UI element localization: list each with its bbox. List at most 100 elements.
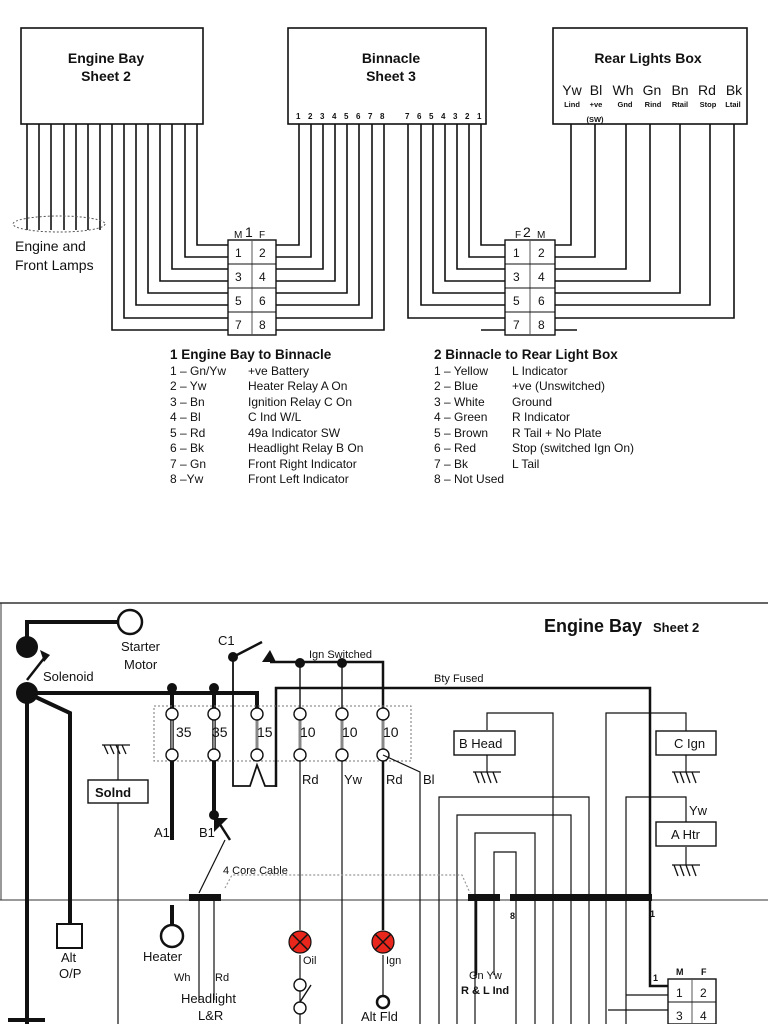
legend-key: 7 – Bk [434,456,469,471]
wire-color-label: Yw [344,772,363,787]
solenoid-label: Solenoid [43,669,94,684]
engine-front-wires [26,124,101,230]
binnacle-sheet: Sheet 3 [366,68,416,84]
binnacle-pin: 1 [477,112,482,121]
legend-key: 7 – Gn [170,456,207,471]
binnacle-title: Binnacle [362,50,421,66]
legend-key: 1 – Yellow [434,363,489,378]
c2-pin: 7 [513,318,520,332]
binnacle-box [287,27,487,125]
c2-m-label: M [537,230,545,241]
conn-pin1-wire [648,895,668,988]
rd-label: Rd [215,972,229,984]
c2-pin: 8 [538,318,545,332]
junction-dot [228,652,238,662]
junction-dot [209,810,219,820]
sheet2-subtitle: Sheet 2 [653,620,699,635]
legend-key: 6 – Red [434,441,477,455]
solnd-label: Solnd [95,785,131,800]
fuse-rating: 15 [257,724,273,740]
battery-junction-icon [16,682,38,704]
c2-pin: 2 [538,246,545,260]
rear-terminal-color: Yw [562,82,582,98]
binnacle-pin: 5 [429,112,434,121]
legend-title: 1 Engine Bay to Binnacle [170,347,332,362]
conn-pin: 1 [676,986,683,1000]
heater-label: Heater [143,949,183,964]
legend-key: 8 – Not Used [434,472,505,486]
fuse-rating: 35 [212,724,228,740]
legend-value: Ground [512,394,553,409]
bty-fused-wire [274,686,652,895]
fuse-rating: 10 [300,724,316,740]
wire-color-label: Rd [302,772,319,787]
binnacle-pin: 2 [308,112,313,121]
rear-terminal-color: Bn [671,82,688,98]
c2-pin: 4 [538,270,545,284]
conn-m-label: M [676,967,684,977]
rear-terminal-func: +ve [590,100,603,109]
solenoid-arrow-icon [40,650,50,662]
starter-motor-label: Motor [124,657,158,672]
a-htr-label: A Htr [671,827,701,842]
engine-front-label-1: Engine and [15,238,86,254]
conn-f-label: F [701,967,707,977]
solenoid-terminal-icon [16,636,38,658]
c1-pin: 2 [259,246,266,260]
engine-bay-connector [667,978,717,1024]
fuse-rating: 10 [383,724,399,740]
legend-key: 2 – Blue [434,379,479,393]
a1-label: A1 [154,825,170,840]
rear-terminal-func: Stop [700,100,717,109]
binnacle-pin: 1 [296,112,301,121]
conn-pin: 4 [700,1009,707,1023]
binnacle-pin: 8 [380,112,385,121]
legend-key: 4 – Bl [170,410,201,424]
c1-label: C1 [218,633,235,648]
ign-switched-wire [270,660,385,720]
legend-row: 2 – Blue+ve (Unswitched) [434,379,634,395]
legend-key: 5 – Rd [170,425,206,440]
ground-icon [672,864,700,877]
binnacle-pin: 3 [320,112,325,121]
c2-f-label: F [515,230,521,241]
b-head-relay-box [453,730,516,756]
rear-terminal-func: Lind [564,100,580,109]
c1-loop-wire [232,657,276,787]
legend-key: 6 – Bk [170,441,205,455]
binnacle-pin: 7 [368,112,373,121]
c2-pin: 1 [513,246,520,260]
c2-pin: 6 [538,294,545,308]
binnacle-pin: 2 [465,112,470,121]
b1-label: B1 [199,825,215,840]
legend-key: 4 – Green [434,410,488,424]
c1-id: 1 [245,224,253,240]
rear-terminal-color: Bl [590,82,602,98]
fuses [165,663,390,762]
legend-value: R Indicator [512,410,571,424]
c1-f-label: F [259,230,265,241]
legend-value: +ve Battery [248,363,310,378]
c1-pin: 8 [259,318,266,332]
engine-to-c1-wires [111,124,228,331]
legend-key: 8 –Yw [170,472,204,486]
engine-bay-title: Engine Bay [68,50,144,66]
legend-key: 3 – Bn [170,394,205,409]
rl-ind-label: R & L Ind [461,985,509,997]
legend-value: Heater Relay A On [248,379,348,393]
ground-icon [102,744,130,760]
c1-pin: 1 [235,246,242,260]
c1-pin: 4 [259,270,266,284]
engine-front-label-2: Front Lamps [15,257,94,273]
binnacle-to-c2-wires [407,124,505,331]
solenoid-arm [26,656,46,681]
headlight-label: L&R [198,1008,223,1023]
legend-row: 8 – Not Used [434,472,634,488]
